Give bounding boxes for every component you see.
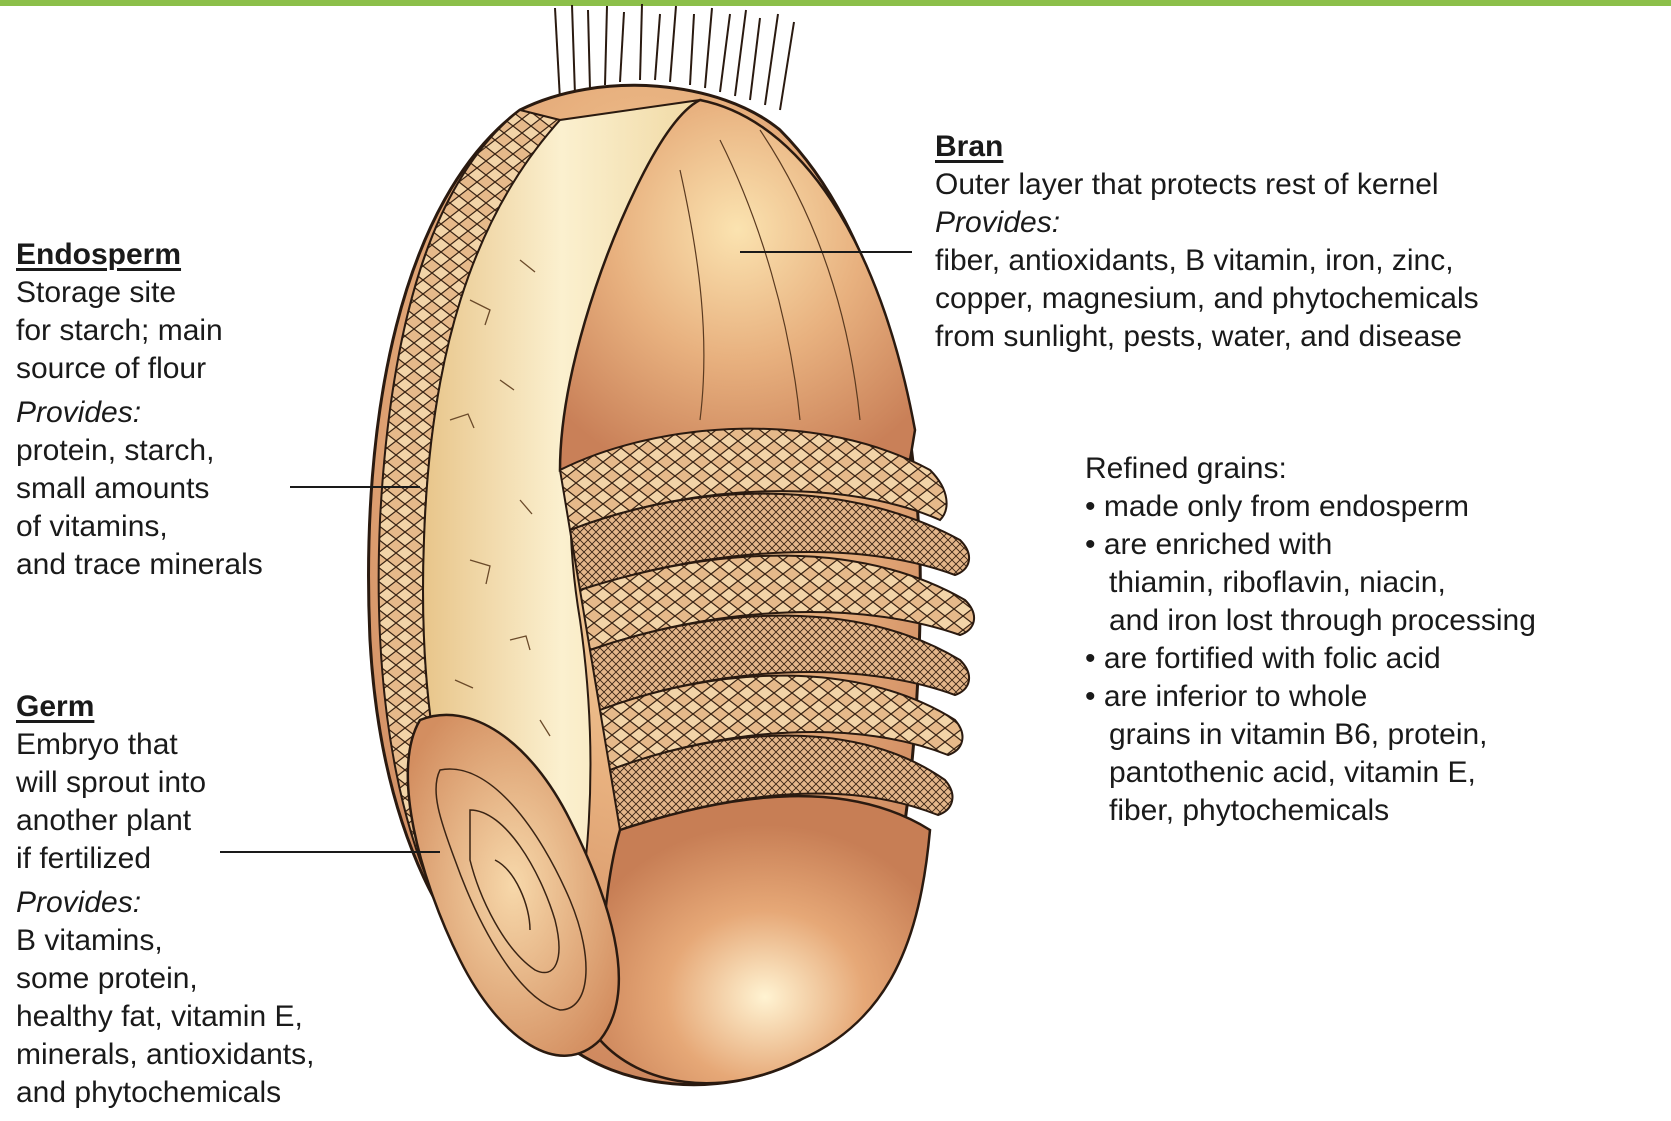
germ-desc-line: will sprout into [16, 764, 314, 802]
endosperm-provides-line: protein, starch, [16, 432, 263, 470]
endosperm-provides-line: small amounts [16, 470, 263, 508]
refined-bullet-text: made only from endosperm [1104, 490, 1469, 523]
germ-provides-label: Provides: [16, 884, 314, 922]
germ-desc-line: another plant [16, 802, 314, 840]
endosperm-provides-line: and trace minerals [16, 546, 263, 584]
bran-provides-line: fiber, antioxidants, B vitamin, iron, zi… [935, 242, 1479, 280]
endosperm-provides-label: Provides: [16, 394, 263, 432]
bran-provides-line: from sunlight, pests, water, and disease [935, 318, 1479, 356]
germ-provides-line: minerals, antioxidants, [16, 1036, 314, 1074]
refined-bullet-continuation: fiber, phytochemicals [1085, 792, 1536, 830]
refined-grains-list: Refined grains: • made only from endospe… [1085, 450, 1536, 830]
refined-bullet-text: are enriched with [1104, 528, 1332, 561]
refined-bullet: • made only from endosperm [1085, 488, 1536, 526]
bran-desc-line: Outer layer that protects rest of kernel [935, 166, 1479, 204]
germ-desc-line: if fertilized [16, 840, 314, 878]
refined-bullet-text: are fortified with folic acid [1104, 642, 1441, 675]
refined-bullet-continuation: pantothenic acid, vitamin E, [1085, 754, 1536, 792]
bran-label: Bran Outer layer that protects rest of k… [935, 128, 1479, 356]
germ-provides-line: healthy fat, vitamin E, [16, 998, 314, 1036]
endosperm-desc-line: source of flour [16, 350, 263, 388]
endosperm-provides-line: of vitamins, [16, 508, 263, 546]
refined-bullet-continuation: and iron lost through processing [1085, 602, 1536, 640]
endosperm-title: Endosperm [16, 236, 263, 274]
refined-bullet-continuation: grains in vitamin B6, protein, [1085, 716, 1536, 754]
germ-label: Germ Embryo that will sprout into anothe… [16, 688, 314, 1112]
bullet-marker: • [1085, 680, 1096, 713]
refined-bullet-text: are inferior to whole [1104, 680, 1367, 713]
germ-provides-line: and phytochemicals [16, 1074, 314, 1112]
bullet-marker: • [1085, 528, 1096, 561]
refined-bullet: • are fortified with folic acid [1085, 640, 1536, 678]
bran-provides-line: copper, magnesium, and phytochemicals [935, 280, 1479, 318]
bran-lower-dome [600, 796, 930, 1083]
germ-desc-line: Embryo that [16, 726, 314, 764]
germ-provides-line: B vitamins, [16, 922, 314, 960]
endosperm-desc-line: Storage site [16, 274, 263, 312]
germ-title: Germ [16, 688, 314, 726]
refined-bullet: • are enriched with [1085, 526, 1536, 564]
refined-grains-title: Refined grains: [1085, 450, 1536, 488]
refined-bullet-continuation: thiamin, riboflavin, niacin, [1085, 564, 1536, 602]
bullet-marker: • [1085, 490, 1096, 523]
endosperm-desc-line: for starch; main [16, 312, 263, 350]
endosperm-label: Endosperm Storage site for starch; main … [16, 236, 263, 584]
refined-bullet: • are inferior to whole [1085, 678, 1536, 716]
bran-title: Bran [935, 128, 1479, 166]
bullet-marker: • [1085, 642, 1096, 675]
bran-provides-label: Provides: [935, 204, 1479, 242]
germ-provides-line: some protein, [16, 960, 314, 998]
